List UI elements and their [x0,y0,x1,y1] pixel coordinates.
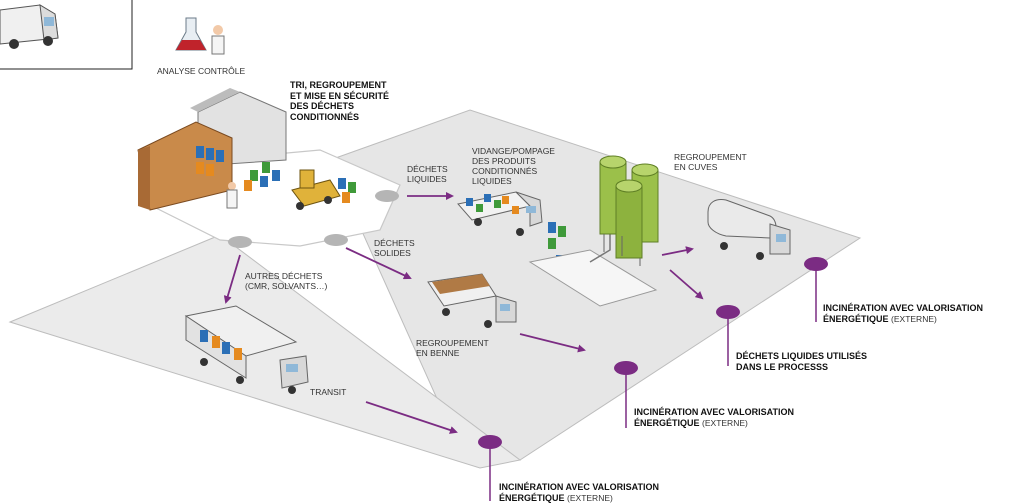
destination-pins [478,257,828,501]
forklift-icon [291,169,356,210]
dump-truck-icon [427,273,517,328]
delivery-van-icon [0,4,59,49]
label-transit: TRANSIT [310,387,347,397]
pump-base [528,249,658,307]
pipe [589,232,611,263]
hub-markers [228,190,399,248]
silo-icon [599,155,659,266]
truck-icon [457,191,543,236]
semi-trailer-icon [184,305,309,394]
flask-icon [175,17,225,55]
label-incineration-3: INCINÉRATION AVEC VALORISATION ÉNERGÉTIQ… [499,482,660,503]
label-incineration-2: INCINÉRATION AVEC VALORISATION ÉNERGÉTIQ… [634,407,795,428]
tanker-truck-icon [707,199,791,260]
label-incineration-1: INCINÉRATION AVEC VALORISATION ÉNERGÉTIQ… [823,303,984,324]
flow-arrows [223,192,704,434]
warehouse-icon [137,88,287,211]
van-box [0,0,133,70]
label-analyse: ANALYSE CONTRÔLE [157,66,246,76]
label-autres-dechets: AUTRES DÉCHETS(CMR, SOLVANTS…) [245,271,328,291]
